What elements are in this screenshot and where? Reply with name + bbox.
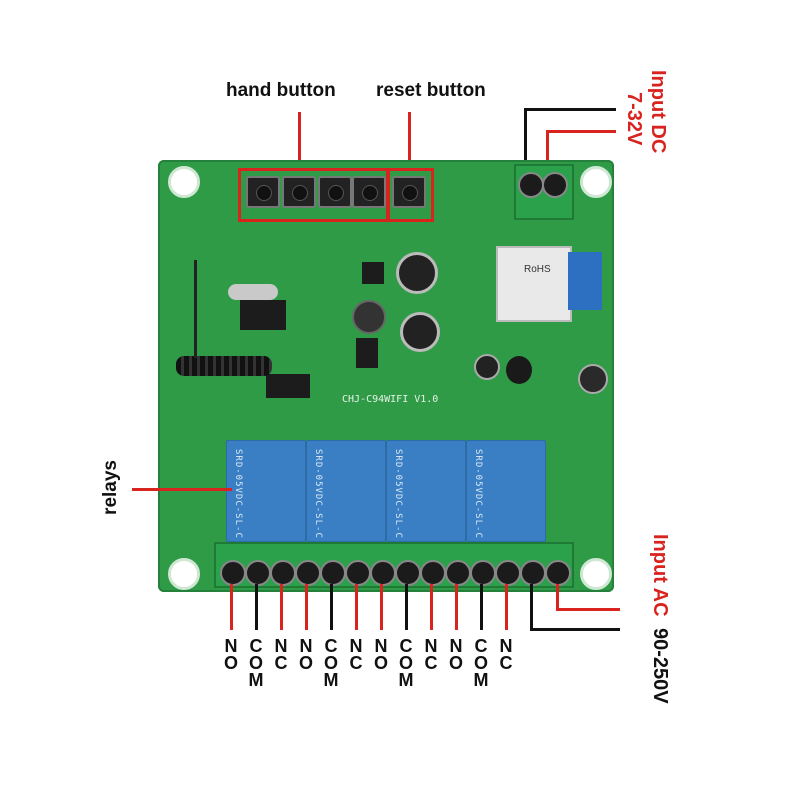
pin-label-3: NC [271, 636, 291, 670]
input-dc-title: Input DC [647, 70, 669, 154]
lead-12 [505, 584, 508, 630]
mount-hole-tl [168, 166, 200, 198]
dc-line-red-h [546, 130, 616, 133]
ac-line-red-h [556, 608, 620, 611]
hand-button-3[interactable] [318, 176, 352, 208]
reset-button-label: reset button [376, 80, 486, 101]
pin-label-4: NO [296, 636, 316, 670]
relay-4-text: SRD-05VDC-SL-C [473, 449, 483, 539]
input-ac-range: 90-250V [649, 628, 671, 704]
terminal-screw-icon-11[interactable] [470, 560, 496, 586]
reset-button-box [386, 168, 434, 222]
pin-label-12: NC [496, 636, 516, 670]
relays-label: relays [100, 460, 121, 515]
input-ac-title: Input AC [649, 534, 671, 617]
dc-terminal-screw-2[interactable] [542, 172, 568, 198]
reset-button[interactable] [392, 176, 426, 208]
pin-label-7: NO [371, 636, 391, 670]
lead-11 [480, 584, 483, 630]
lead-4 [305, 584, 308, 630]
lead-2 [255, 584, 258, 630]
dc-terminal-screw-1[interactable] [518, 172, 544, 198]
terminal-screw-icon-10[interactable] [445, 560, 471, 586]
crystal [228, 284, 278, 300]
lead-8 [405, 584, 408, 630]
terminal-screw-icon-14[interactable] [545, 560, 571, 586]
board-silkscreen: CHJ-C94WIFI V1.0 [342, 394, 439, 405]
pin-label-6: NC [346, 636, 366, 670]
inductor [352, 300, 386, 334]
capacitor-icon-2 [400, 312, 440, 352]
hand-button-4[interactable] [352, 176, 386, 208]
antenna-coil-icon [176, 356, 272, 376]
lead-3 [280, 584, 283, 630]
terminal-screw-icon-1[interactable] [220, 560, 246, 586]
terminal-screw-icon-6[interactable] [345, 560, 371, 586]
capacitor-icon-3 [474, 354, 500, 380]
terminal-screw-icon-8[interactable] [395, 560, 421, 586]
hand-callout-line [298, 112, 301, 170]
terminal-screw-icon-5[interactable] [320, 560, 346, 586]
dc-line-black-h [524, 108, 616, 111]
pin-label-10: NO [446, 636, 466, 670]
wifi-module [496, 246, 572, 322]
relay-icon-1: SRD-05VDC-SL-C [226, 440, 306, 542]
chip-u1 [240, 300, 286, 330]
ac-line-red-v [556, 584, 559, 610]
relay-icon-4: SRD-05VDC-SL-C [466, 440, 546, 542]
capacitor-icon-1 [396, 252, 438, 294]
module-antenna [568, 252, 602, 310]
hand-button-2[interactable] [282, 176, 316, 208]
terminal-screw-icon-7[interactable] [370, 560, 396, 586]
terminal-screw-icon-9[interactable] [420, 560, 446, 586]
relay-2-text: SRD-05VDC-SL-C [313, 449, 323, 539]
lead-6 [355, 584, 358, 630]
input-dc-range: 7-32V [623, 92, 645, 146]
terminal-screw-icon-4[interactable] [295, 560, 321, 586]
dc-line-black-v [524, 108, 527, 176]
relay-3-text: SRD-05VDC-SL-C [393, 449, 403, 539]
pin-label-2: COM [246, 636, 266, 687]
terminal-screw-icon-13[interactable] [520, 560, 546, 586]
capacitor-icon-5 [578, 364, 608, 394]
chip-u4 [362, 262, 384, 284]
lead-10 [455, 584, 458, 630]
pin-label-8: COM [396, 636, 416, 687]
ac-line-black-h [530, 628, 620, 631]
reset-callout-line [408, 112, 411, 170]
mount-hole-tr [580, 166, 612, 198]
antenna-wire [194, 260, 197, 358]
relay-icon-3: SRD-05VDC-SL-C [386, 440, 466, 542]
relay-icon-2: SRD-05VDC-SL-C [306, 440, 386, 542]
terminal-screw-icon-2[interactable] [245, 560, 271, 586]
chip-u2 [266, 374, 310, 398]
hand-button-1[interactable] [246, 176, 280, 208]
lead-9 [430, 584, 433, 630]
mount-hole-bl [168, 558, 200, 590]
mount-hole-br [580, 558, 612, 590]
relay-1-text: SRD-05VDC-SL-C [233, 449, 243, 539]
ac-line-black-v [530, 584, 533, 630]
hand-button-label: hand button [226, 80, 336, 101]
lead-7 [380, 584, 383, 630]
pin-label-5: COM [321, 636, 341, 687]
lead-5 [330, 584, 333, 630]
dc-line-red-v [546, 130, 549, 176]
pin-label-1: NO [221, 636, 241, 670]
lead-1 [230, 584, 233, 630]
relays-callout-line [132, 488, 232, 491]
module-rohs: RoHS [524, 264, 551, 275]
chip-u3 [356, 338, 378, 368]
pin-label-9: NC [421, 636, 441, 670]
terminal-screw-icon-12[interactable] [495, 560, 521, 586]
pin-label-11: COM [471, 636, 491, 687]
terminal-screw-icon-3[interactable] [270, 560, 296, 586]
capacitor-icon-4 [506, 356, 532, 384]
